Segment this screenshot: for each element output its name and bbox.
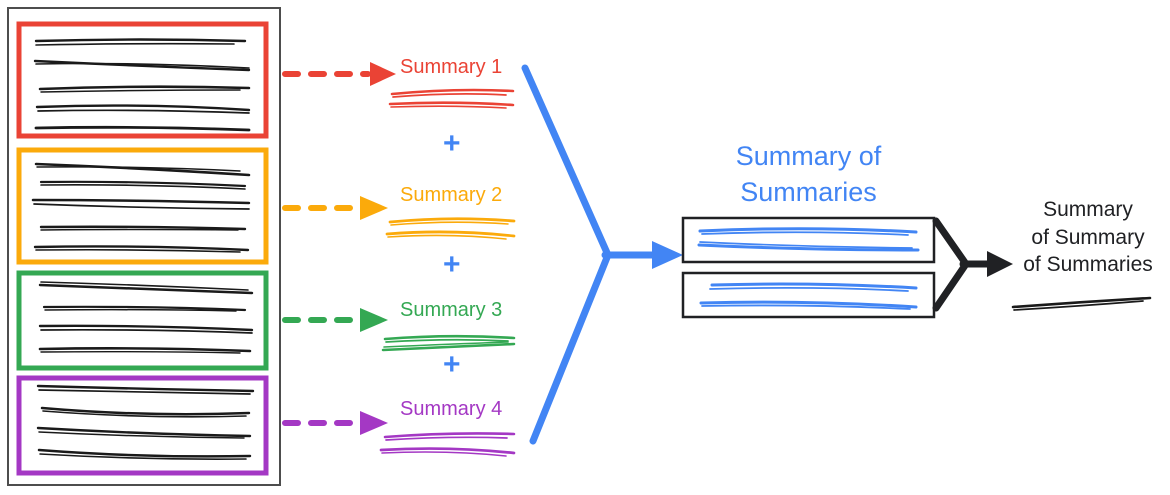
- sos-title-line-1: Summary of: [735, 141, 882, 171]
- summary-4-label: Summary 4: [400, 398, 503, 420]
- sos-box-1-group: [681, 216, 936, 264]
- sos-box-2-lines: [699, 282, 918, 310]
- summary-3-lines: [381, 334, 516, 352]
- summary-1-label: Summary 1: [400, 56, 503, 78]
- sos-box-2: [681, 271, 936, 319]
- sos-title-line-2: Summaries: [740, 176, 877, 207]
- sos-box-1-lines: [697, 227, 920, 252]
- summary-1-lines: [388, 88, 515, 109]
- chunk-purple-group: [16, 375, 269, 476]
- dashed-arrow-orange: [282, 196, 388, 220]
- final-label-line-3: of Summaries: [1023, 253, 1153, 277]
- summary-of-summaries-title: Summary of Summaries: [683, 139, 934, 210]
- summary-3-label: Summary 3: [400, 299, 503, 321]
- chunk-orange-text-lines: [31, 162, 251, 253]
- dashed-arrow-purple: [282, 411, 388, 435]
- plus-operator-3: +: [443, 348, 461, 381]
- chunk-red-group: [16, 21, 269, 139]
- chunk-red-text-lines: [33, 38, 251, 132]
- blue-merge-arrow: [521, 64, 683, 445]
- summary-4-lines: [379, 432, 516, 457]
- chunk-purple-text-lines: [36, 384, 255, 460]
- black-merge-arrow: [932, 217, 1013, 312]
- summary-2-label: Summary 2: [400, 184, 503, 206]
- plus-operator-2: +: [443, 248, 461, 281]
- chunk-red-box: [16, 21, 269, 139]
- chunk-green-box: [16, 270, 269, 371]
- summary-2-lines: [385, 217, 516, 240]
- final-output-lines: [1011, 296, 1152, 311]
- chunk-green-text-lines: [38, 281, 254, 354]
- sos-box-1: [681, 216, 936, 264]
- final-label-line-2: of Summary: [1031, 225, 1145, 249]
- chunk-green-group: [16, 270, 269, 371]
- plus-operator-1: +: [443, 127, 461, 160]
- dashed-arrow-green: [282, 308, 388, 332]
- final-label-line-1: Summary: [1043, 198, 1133, 221]
- final-output-label: Summary of Summary of Summaries: [1013, 196, 1163, 279]
- chunk-orange-group: [16, 147, 269, 265]
- sos-box-2-group: [681, 271, 936, 319]
- dashed-arrow-red: [282, 62, 396, 86]
